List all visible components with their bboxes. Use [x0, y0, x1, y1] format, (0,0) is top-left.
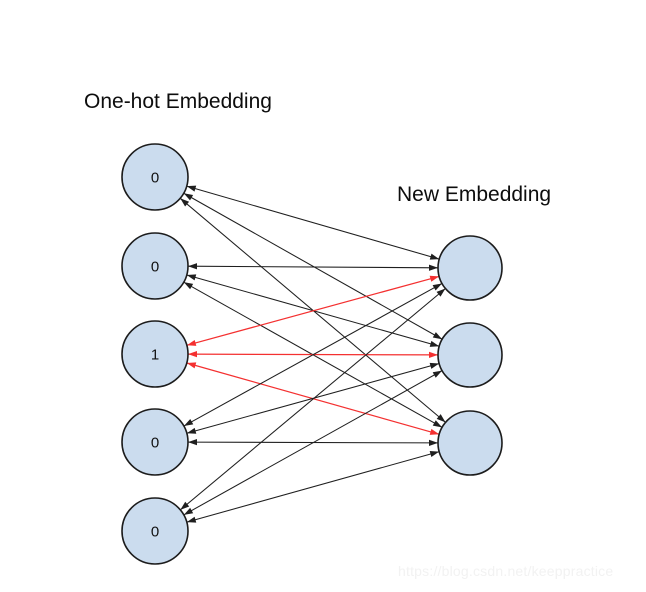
arrowhead-left-1-in [183, 282, 194, 290]
right-node-1[interactable] [437, 322, 503, 388]
right-node-circle-0[interactable] [437, 235, 503, 301]
arrowhead-right-1-in [432, 370, 443, 378]
arrowhead-right-1-in [428, 351, 439, 358]
arrowhead-left-3-in [186, 427, 197, 434]
edge-left-4-to-right-2 [186, 451, 440, 523]
left-node-3[interactable]: 0 [121, 408, 189, 476]
arrowhead-left-1-in [187, 263, 198, 270]
arrowhead-right-2-in [429, 451, 440, 458]
arrowhead-left-2-in [187, 351, 198, 358]
right-node-2[interactable] [437, 410, 503, 476]
right-layer-title: New Embedding [397, 183, 551, 206]
arrowhead-right-2-in [432, 420, 443, 428]
edges-group [179, 185, 446, 523]
arrowhead-right-0-in [432, 283, 442, 291]
edge-left-4-to-right-0 [179, 288, 446, 511]
left-node-circle-0[interactable] [121, 143, 189, 211]
arrowhead-left-0-in [186, 185, 197, 192]
arrowhead-right-0-in [429, 253, 440, 260]
arrowhead-left-3-in [183, 418, 194, 427]
edge-left-4-to-right-1 [183, 370, 443, 516]
left-node-label-4: 0 [151, 524, 159, 541]
arrowhead-right-2-in [428, 439, 439, 446]
arrowhead-right-2-in [436, 414, 446, 423]
arrowhead-left-4-in [186, 516, 197, 523]
edge-left-3-to-right-1 [186, 363, 440, 434]
arrowhead-left-2-in [186, 362, 197, 369]
left-layer-title: One-hot Embedding [84, 90, 272, 113]
arrowhead-left-4-in [180, 501, 190, 510]
left-node-circle-1[interactable] [121, 232, 189, 300]
arrowhead-left-0-in [180, 198, 190, 207]
edge-left-3-to-right-0 [183, 283, 443, 427]
right-node-circle-2[interactable] [437, 410, 503, 476]
arrowhead-right-0-in [436, 288, 446, 297]
arrowhead-right-0-in [428, 264, 439, 271]
arrowhead-right-1-in [429, 340, 440, 347]
left-node-0[interactable]: 0 [121, 143, 189, 211]
left-node-1[interactable]: 0 [121, 232, 189, 300]
left-node-label-0: 0 [151, 170, 159, 187]
edge-left-0-to-right-1 [183, 192, 443, 340]
arrowhead-right-2-in [429, 428, 440, 435]
right-node-0[interactable] [437, 235, 503, 301]
left-node-label-1: 0 [151, 259, 159, 276]
arrowhead-left-0-in [183, 193, 194, 201]
left-node-label-3: 0 [151, 435, 159, 452]
edge-left-0-to-right-0 [186, 185, 440, 260]
arrowhead-right-1-in [432, 332, 443, 340]
left-node-label-2: 1 [151, 347, 159, 364]
left-node-4[interactable]: 0 [121, 497, 189, 565]
left-node-circle-3[interactable] [121, 408, 189, 476]
arrowhead-left-2-in [186, 339, 197, 346]
arrowhead-left-1-in [186, 274, 197, 281]
edge-left-1-to-right-0 [187, 265, 439, 269]
arrowhead-left-4-in [183, 507, 194, 515]
right-node-circle-1[interactable] [437, 322, 503, 388]
left-node-2[interactable]: 1 [121, 320, 189, 388]
left-node-circle-2[interactable] [121, 320, 189, 388]
edge-left-2-to-right-0 [186, 275, 440, 346]
arrowhead-left-3-in [187, 439, 198, 446]
nodes-group: 0 0 1 0 0 [121, 143, 503, 565]
watermark-text: https://blog.csdn.net/keeppractice [398, 563, 613, 579]
left-node-circle-4[interactable] [121, 497, 189, 565]
arrowhead-right-0-in [429, 275, 440, 282]
arrowhead-right-1-in [429, 362, 440, 369]
